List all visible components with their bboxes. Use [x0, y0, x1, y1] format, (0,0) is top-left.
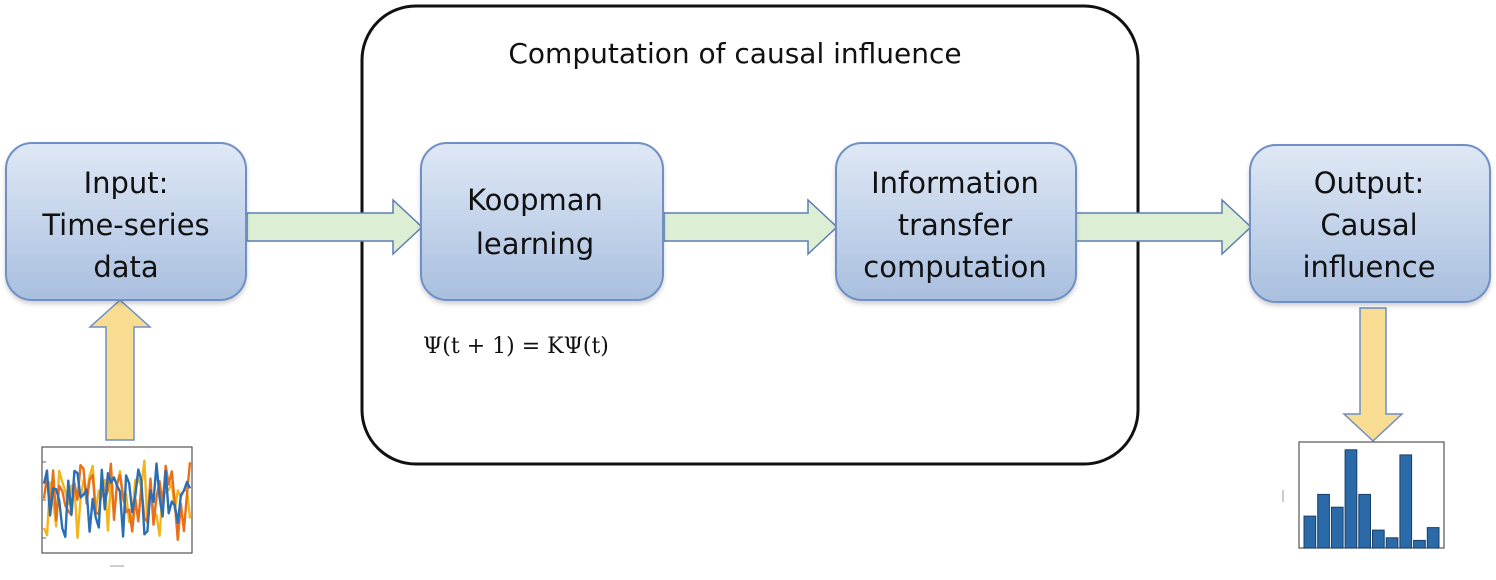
info-box-line-1: Information — [871, 166, 1039, 200]
arrow-info-to-output-outline — [1075, 198, 1253, 256]
bar-chart-thumbnail — [1282, 441, 1445, 549]
group-title: Computation of causal influence — [508, 37, 961, 70]
arrow-koopman-to-info — [664, 200, 837, 254]
arrow-koopman-to-info-outline — [663, 198, 839, 256]
bar-5 — [1358, 493, 1372, 549]
input-box-line-3: data — [93, 250, 158, 284]
info-transfer-box-shape — [835, 142, 1077, 301]
time-series-thumbnail — [41, 446, 193, 567]
bar-1 — [1303, 515, 1317, 549]
arrow-info-to-output — [1076, 200, 1251, 254]
bar-4 — [1344, 449, 1358, 549]
info-box-line-2: transfer — [898, 208, 1013, 242]
koopman-equation: Ψ(t + 1) = KΨ(t) — [423, 334, 609, 359]
bar-9 — [1413, 539, 1426, 549]
output-box-line-1: Output: — [1314, 166, 1425, 200]
bar-chart-bars — [1303, 449, 1440, 549]
input-box-shape — [5, 142, 247, 301]
bar-10 — [1426, 527, 1440, 549]
arrow-series-to-input — [90, 300, 150, 440]
koopman-box-shape — [420, 142, 664, 301]
time-series-line-blue — [42, 462, 192, 538]
arrow-input-to-koopman-outline — [246, 198, 424, 256]
bar-7 — [1385, 537, 1399, 549]
arrow-output-to-bars — [1344, 308, 1402, 441]
output-box-shape — [1249, 144, 1491, 303]
arrow-output-to-bars-outline — [1342, 307, 1404, 443]
info-box-line-3: computation — [863, 250, 1046, 284]
arrow-series-to-input-outline — [88, 298, 152, 441]
bar-3 — [1330, 506, 1344, 549]
info-transfer-box — [835, 142, 1077, 301]
output-box-line-3: influence — [1302, 250, 1435, 284]
bar-6 — [1372, 529, 1385, 549]
bar-8 — [1399, 454, 1413, 549]
arrow-input-to-koopman — [247, 200, 422, 254]
output-box-line-2: Causal — [1320, 208, 1417, 242]
koopman-box-line-1: Koopman — [467, 183, 603, 217]
bar-2 — [1317, 493, 1330, 549]
koopman-box-line-2: learning — [476, 227, 594, 261]
output-box — [1249, 144, 1491, 303]
input-box — [5, 142, 247, 301]
koopman-box — [420, 142, 664, 301]
input-box-line-1: Input: — [84, 166, 169, 200]
input-box-line-2: Time-series — [41, 208, 209, 242]
